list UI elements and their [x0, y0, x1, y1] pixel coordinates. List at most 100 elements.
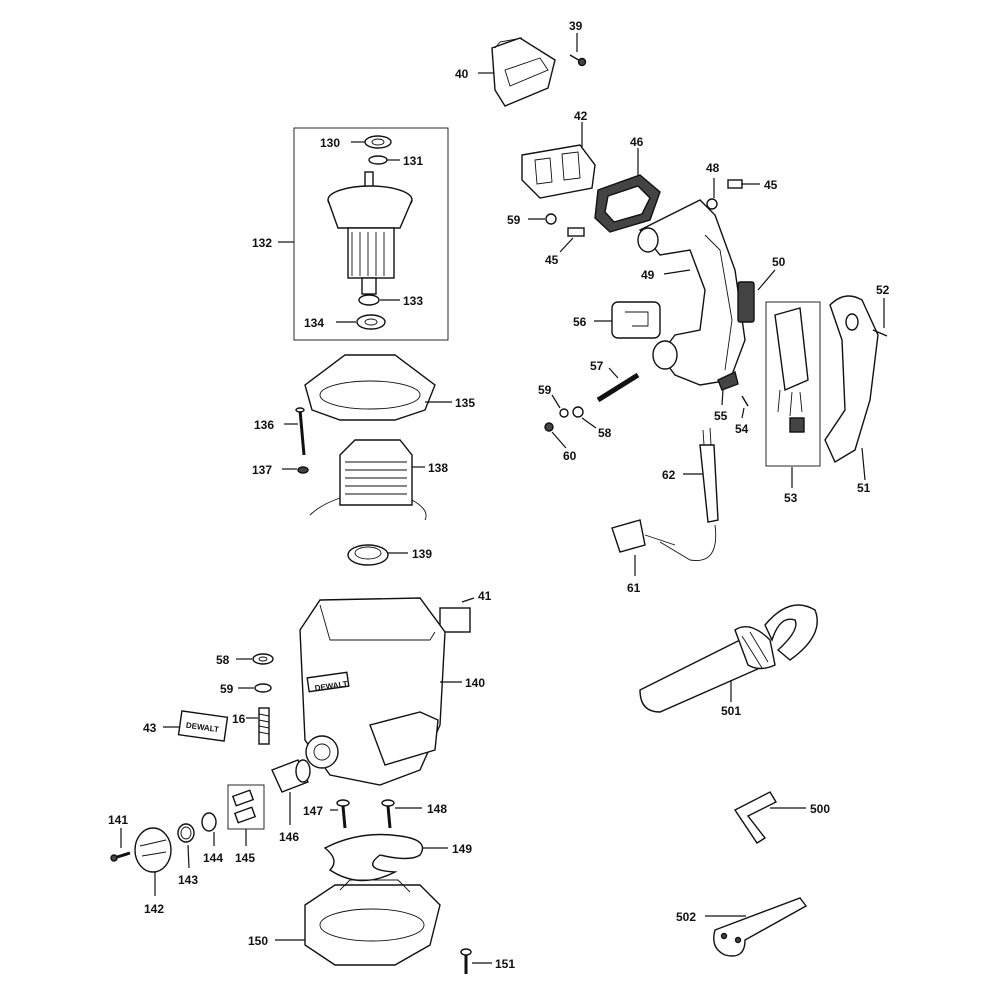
part-147-screw	[336, 799, 350, 829]
part-132-armature	[327, 171, 413, 295]
part-45-screw-left	[567, 227, 585, 237]
label-134: 134	[304, 316, 324, 330]
label-59-washer: 59	[538, 383, 552, 397]
part-502-spanner	[713, 897, 808, 957]
part-131-washer	[368, 155, 388, 165]
part-151-screw	[460, 948, 472, 974]
part-137-washer	[297, 466, 309, 474]
label-56: 56	[573, 315, 587, 329]
part-61-power-cord	[611, 519, 717, 561]
part-150-gear-housing	[304, 879, 441, 966]
label-46: 46	[630, 135, 644, 149]
part-56-pad	[611, 301, 661, 339]
label-57: 57	[590, 359, 604, 373]
part-54-screw	[741, 395, 749, 407]
part-40-handle-guard	[491, 37, 556, 107]
part-50-switch	[737, 281, 755, 323]
part-55-clip	[717, 371, 739, 391]
label-142: 142	[144, 902, 164, 916]
label-58-washer: 58	[598, 426, 612, 440]
label-39: 39	[569, 19, 583, 33]
label-135: 135	[455, 396, 475, 410]
part-133-washer	[358, 294, 380, 306]
part-139-clamp	[347, 544, 389, 566]
label-60: 60	[563, 449, 577, 463]
label-139: 139	[412, 547, 432, 561]
part-53-frame	[765, 301, 821, 467]
part-41-label	[439, 607, 471, 633]
part-58-washer	[572, 406, 584, 418]
part-59-washer	[559, 408, 569, 418]
label-45-left: 45	[545, 253, 559, 267]
label-49: 49	[641, 268, 655, 282]
part-52-screw	[872, 329, 888, 337]
label-133: 133	[403, 294, 423, 308]
label-59-top: 59	[507, 213, 521, 227]
part-136-screw	[298, 409, 306, 456]
part-45-screw-top	[727, 179, 743, 189]
label-41: 41	[478, 589, 492, 603]
part-140-motor-housing	[299, 597, 446, 786]
label-45-top: 45	[764, 178, 778, 192]
part-59-washer-left	[254, 683, 272, 693]
label-58-left: 58	[216, 653, 230, 667]
label-136: 136	[254, 418, 274, 432]
part-53-switch-assembly	[774, 307, 809, 433]
label-53: 53	[784, 491, 798, 505]
part-144-brush-cap	[201, 812, 217, 832]
part-49-handle-housing	[637, 199, 746, 386]
label-147: 147	[303, 804, 323, 818]
part-39-screw	[569, 54, 587, 67]
part-57-pin	[596, 372, 640, 403]
label-500: 500	[810, 802, 830, 816]
part-60-nut	[544, 422, 554, 432]
label-62: 62	[662, 468, 676, 482]
label-48: 48	[706, 161, 720, 175]
part-16-screw	[258, 707, 270, 745]
label-43: 43	[143, 721, 157, 735]
label-146: 146	[279, 830, 299, 844]
label-141: 141	[108, 813, 128, 827]
label-140: 140	[465, 676, 485, 690]
label-502: 502	[676, 910, 696, 924]
label-16: 16	[232, 712, 246, 726]
label-148: 148	[427, 802, 447, 816]
label-61: 61	[627, 581, 641, 595]
label-149: 149	[452, 842, 472, 856]
label-150: 150	[248, 934, 268, 948]
part-149-gasket	[323, 833, 424, 882]
label-59-left: 59	[220, 682, 234, 696]
label-54: 54	[735, 422, 749, 436]
label-52: 52	[876, 283, 890, 297]
label-51: 51	[857, 481, 871, 495]
part-46-gasket	[594, 174, 661, 233]
part-135-baffle	[304, 354, 436, 421]
label-130: 130	[320, 136, 340, 150]
label-501: 501	[721, 704, 741, 718]
part-143-ring	[177, 823, 195, 843]
label-144: 144	[203, 851, 223, 865]
part-48-nut	[706, 198, 718, 210]
part-146-bushing	[271, 759, 311, 793]
part-134-bearing	[356, 314, 386, 330]
part-51-handle-cover	[824, 295, 879, 464]
label-137: 137	[252, 463, 272, 477]
label-143: 143	[178, 873, 198, 887]
part-138-field-coil	[309, 439, 427, 521]
label-151: 151	[495, 957, 515, 971]
part-43-nameplate	[177, 710, 229, 742]
part-500-hex-key	[733, 791, 777, 844]
label-131: 131	[403, 154, 423, 168]
part-501-side-handle	[639, 604, 818, 713]
part-145-carbon-brushes	[231, 789, 257, 824]
armature-group-frame	[293, 127, 449, 341]
label-42: 42	[574, 109, 588, 123]
label-50: 50	[772, 255, 786, 269]
part-62-cord-guard	[699, 427, 719, 523]
label-132: 132	[252, 236, 272, 250]
label-145: 145	[235, 851, 255, 865]
label-138: 138	[428, 461, 448, 475]
part-42-brush-holder	[521, 144, 596, 199]
part-59-nut-top	[545, 213, 557, 225]
